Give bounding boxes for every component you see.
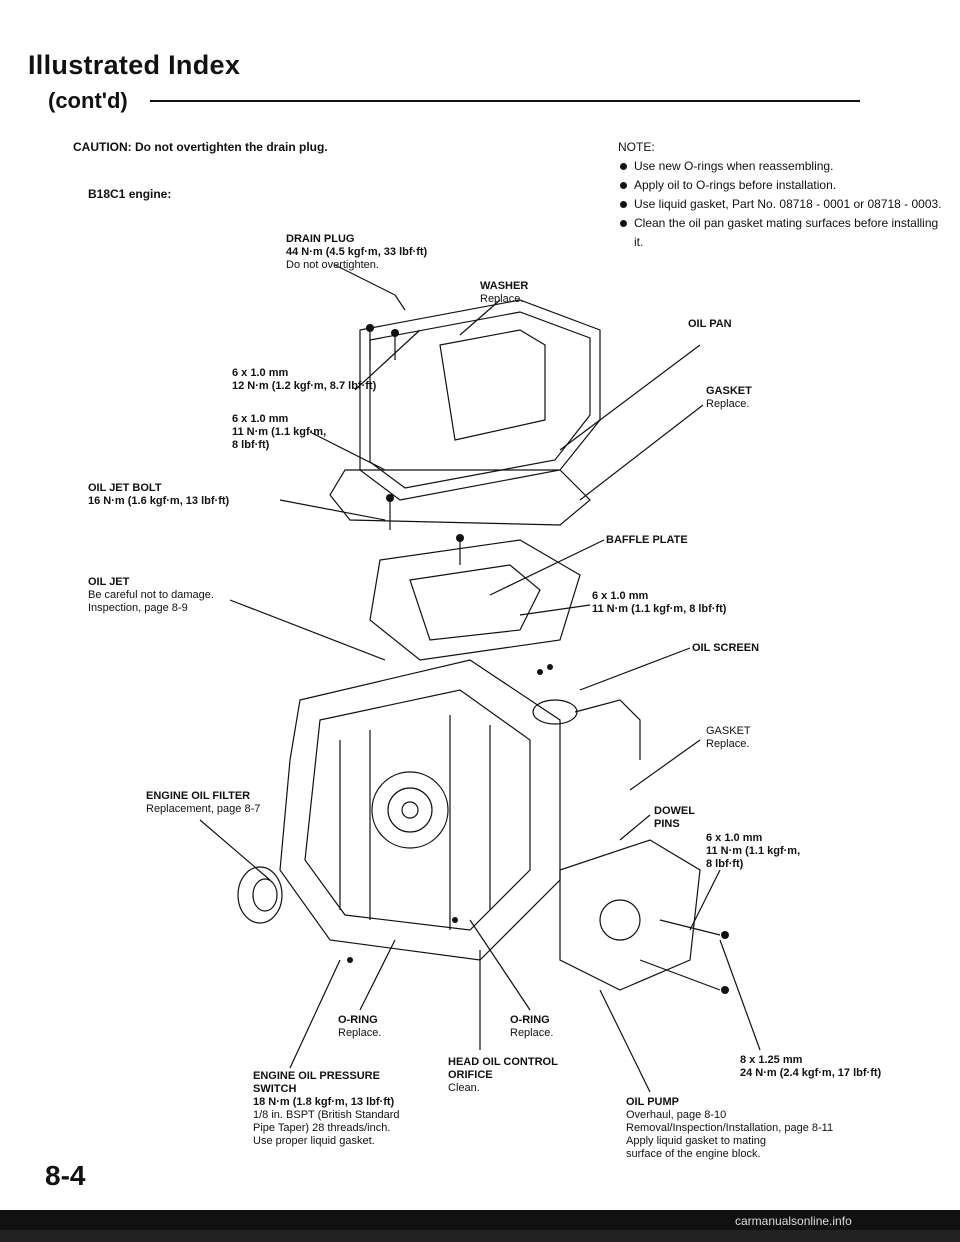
page-number: 8-4 bbox=[45, 1160, 86, 1191]
label-dowel-pins: DOWEL PINS bbox=[654, 805, 695, 830]
engine-label: B18C1 engine: bbox=[88, 187, 172, 201]
note-item: Use new O-rings when reassembling. bbox=[618, 157, 948, 176]
label-bolt-11nm-c: 6 x 1.0 mm 11 N·m (1.1 kgf·m, 8 lbf·ft) bbox=[706, 832, 801, 870]
label-gasket-screen: GASKET Replace. bbox=[706, 725, 751, 750]
note-item: Apply oil to O-rings before installation… bbox=[618, 176, 948, 195]
page-title: Illustrated Index bbox=[28, 50, 241, 80]
label-bolt-11nm-a: 6 x 1.0 mm 11 N·m (1.1 kgf·m, 8 lbf·ft) bbox=[232, 413, 327, 451]
label-bolt-24nm: 8 x 1.25 mm 24 N·m (2.4 kgf·m, 17 lbf·ft… bbox=[740, 1054, 882, 1079]
bottom-bar-lower bbox=[0, 1230, 960, 1242]
label-baffle-plate: BAFFLE PLATE bbox=[606, 534, 688, 546]
label-bolt-12nm: 6 x 1.0 mm 12 N·m (1.2 kgf·m, 8.7 lbf·ft… bbox=[232, 367, 377, 392]
notes-heading: NOTE: bbox=[618, 140, 655, 154]
label-oil-pressure-switch: ENGINE OIL PRESSURE SWITCH 18 N·m (1.8 k… bbox=[253, 1070, 400, 1147]
label-oil-jet: OIL JET Be careful not to damage. Inspec… bbox=[88, 576, 214, 614]
label-washer: WASHER Replace. bbox=[480, 280, 529, 305]
label-oil-pan: OIL PAN bbox=[688, 318, 732, 330]
notes-block: NOTE: Use new O-rings when reassembling.… bbox=[618, 138, 948, 252]
label-oil-pump: OIL PUMP Overhaul, page 8-10 Removal/Ins… bbox=[626, 1096, 834, 1160]
note-item: Use liquid gasket, Part No. 08718 - 0001… bbox=[618, 195, 948, 214]
label-bolt-11nm-b: 6 x 1.0 mm 11 N·m (1.1 kgf·m, 8 lbf·ft) bbox=[592, 590, 727, 615]
bottom-bar bbox=[0, 1210, 960, 1230]
label-o-ring-b: O-RING Replace. bbox=[510, 1014, 554, 1039]
label-oil-filter: ENGINE OIL FILTER Replacement, page 8-7 bbox=[146, 790, 261, 815]
label-head-oil-control-orifice: HEAD OIL CONTROL ORIFICE Clean. bbox=[448, 1056, 558, 1094]
label-o-ring-a: O-RING Replace. bbox=[338, 1014, 382, 1039]
caution-text: CAUTION: Do not overtighten the drain pl… bbox=[73, 140, 328, 154]
page-subtitle: (cont'd) bbox=[48, 88, 128, 113]
label-gasket-pan: GASKET Replace. bbox=[706, 385, 752, 410]
label-oil-jet-bolt: OIL JET BOLT 16 N·m (1.6 kgf·m, 13 lbf·f… bbox=[88, 482, 230, 507]
note-item: Clean the oil pan gasket mating surfaces… bbox=[618, 214, 948, 252]
label-drain-plug: DRAIN PLUG 44 N·m (4.5 kgf·m, 33 lbf·ft)… bbox=[286, 233, 428, 271]
watermark: carmanualsonline.info bbox=[735, 1214, 852, 1228]
label-oil-screen: OIL SCREEN bbox=[692, 642, 760, 654]
title-rule bbox=[150, 100, 860, 102]
